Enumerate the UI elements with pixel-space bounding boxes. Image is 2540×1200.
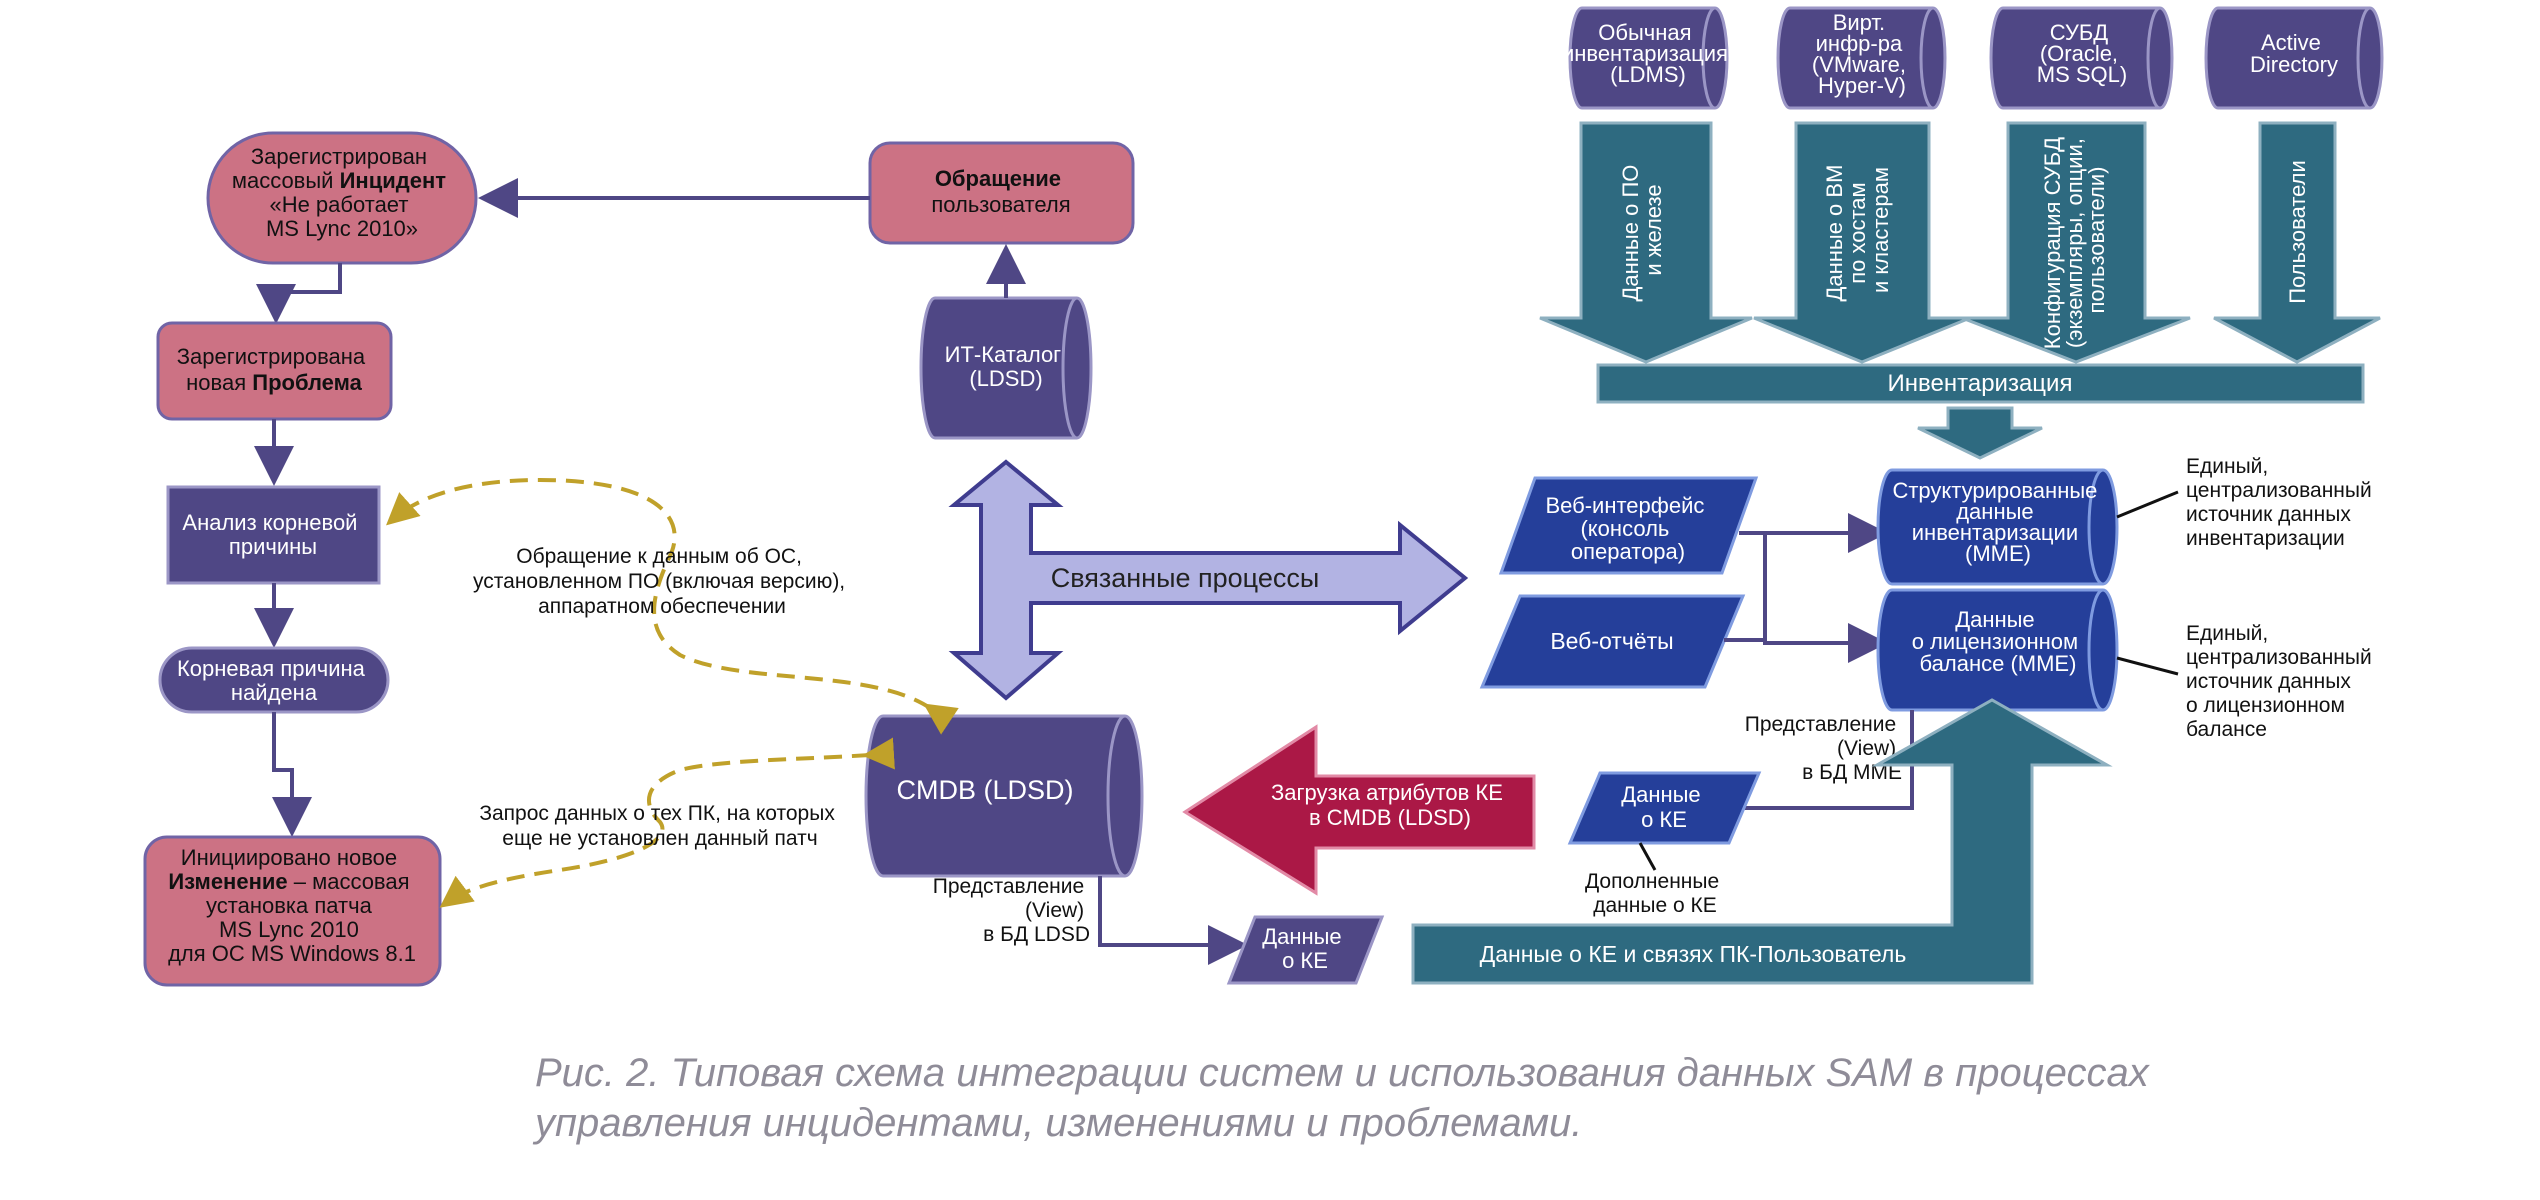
change-node: Инициировано новое Изменение – массовая … <box>143 835 442 987</box>
ke-load-label: Загрузка атрибутов КЕ в CMDB (LDSD) <box>1271 780 1509 830</box>
license-balance-label: Данные о лицензионном балансе (MME) <box>1912 607 2085 676</box>
pointer-single-inv <box>2116 490 2179 519</box>
structured-inventory-node: Структурированные данные инвентаризации … <box>1876 468 2119 586</box>
change-label: Инициировано новое Изменение – массовая … <box>168 845 416 966</box>
caption-line-1: Рис. 2. Типовая схема интеграции систем … <box>535 1051 2149 1095</box>
problem-label: Зарегистрирована новая Проблема <box>177 344 372 395</box>
incident-label: Зарегистрирован массовый Инцидент «Не ра… <box>232 144 452 241</box>
flow-dbms-label: Конфигурация СУБД (экземпляры, опции, по… <box>2040 131 2109 349</box>
cmdb-label: CMDB (LDSD) <box>896 775 1073 805</box>
note-patch-request: Запрос данных о тех ПК, на которых еще н… <box>479 802 840 850</box>
root-analysis-label: Анализ корневой причины <box>182 510 363 559</box>
web-ui-node: Веб-интерфейс (консоль оператора) <box>1498 476 1759 575</box>
source-ldms-label: Обычная инвентаризация (LDMS) <box>1562 20 1734 87</box>
note-single-source-inv: Единый, централизованный источник данных… <box>2186 455 2378 550</box>
ke-links-label: Данные о КЕ и связях ПК-Пользователь <box>1480 941 1907 967</box>
ke-load-arrow: Загрузка атрибутов КЕ в CMDB (LDSD) <box>1182 724 1536 896</box>
ke-data-lower: Данные о КЕ <box>1226 915 1385 985</box>
user-request-label: Обращение пользователя <box>931 166 1070 217</box>
it-catalog-label: ИТ-Каталог (LDSD) <box>945 342 1068 391</box>
flow-arrow-vm: Данные о ВМ по хостам и кластерам <box>1753 121 1971 364</box>
cmdb-node: CMDB (LDSD) <box>864 714 1144 878</box>
related-processes-label: Связанные процессы <box>1051 563 1320 593</box>
dashed-analysis-cmdb <box>386 477 959 735</box>
note-supplemented: Дополненные данные о КЕ <box>1585 870 1725 917</box>
flow-arrow-users: Пользователи <box>2213 121 2381 364</box>
root-found-node: Корневая причина найдена <box>158 646 390 714</box>
edge-incident-problem <box>256 263 342 324</box>
ke-data-right-label: Данные о КЕ <box>1621 782 1707 832</box>
connector-reports-license <box>1763 623 1888 663</box>
source-dbms-label: СУБД (Oracle, MS SQL) <box>2037 20 2127 87</box>
web-reports-label: Веб-отчёты <box>1550 628 1673 654</box>
ke-data-right: Данные о КЕ <box>1567 771 1762 845</box>
inventory-bar-label: Инвентаризация <box>1888 370 2073 397</box>
edge-found-change <box>272 712 312 837</box>
note-single-source-lic: Единый, централизованный источник данных… <box>2186 622 2378 741</box>
pointer-supplemented <box>1638 842 1657 871</box>
dashed-change-cmdb <box>439 737 895 908</box>
note-view-mme: Представление (View) в БД MME <box>1745 713 1902 784</box>
source-active-directory: Active Directory <box>2204 6 2384 110</box>
source-ldms: Обычная инвентаризация (LDMS) <box>1562 6 1734 110</box>
source-virtual-label: Вирт. инфр-ра (VMware, Hyper-V) <box>1812 10 1912 98</box>
flow-arrow-dbms: Конфигурация СУБД (экземпляры, опции, по… <box>1961 121 2191 364</box>
flow-users-label: Пользователи <box>2285 160 2310 304</box>
source-virtual: Вирт. инфр-ра (VMware, Hyper-V) <box>1776 6 1947 110</box>
pointer-single-lic <box>2116 656 2179 676</box>
note-os-request: Обращение к данным об ОС, установленном … <box>473 545 851 618</box>
incident-node: Зарегистрирован массовый Инцидент «Не ра… <box>206 131 478 265</box>
figure-caption: Рис. 2. Типовая схема интеграции систем … <box>535 1048 2485 1148</box>
inventory-down-arrow <box>1917 406 2043 460</box>
related-processes-arrow: Связанные процессы <box>948 459 1469 701</box>
note-view-ldsd: Представление (View) в БД LDSD <box>933 875 1090 946</box>
edge-cmdb-view <box>1098 876 1248 965</box>
inventory-bar: Инвентаризация <box>1596 363 2365 404</box>
flow-arrow-software: Данные о ПО и железе <box>1539 121 1753 364</box>
license-balance-node: Данные о лицензионном балансе (MME) <box>1876 588 2119 712</box>
root-found-label: Корневая причина найдена <box>177 656 371 705</box>
problem-node: Зарегистрирована новая Проблема <box>156 321 393 421</box>
web-ui-label: Веб-интерфейс (консоль оператора) <box>1545 493 1710 564</box>
source-dbms: СУБД (Oracle, MS SQL) <box>1989 6 2174 110</box>
flow-software-label: Данные о ПО и железе <box>1618 159 1666 302</box>
flow-vm-label: Данные о ВМ по хостам и кластерам <box>1822 158 1893 301</box>
ke-data-lower-label: Данные о КЕ <box>1262 924 1348 973</box>
it-catalog-node: ИТ-Каталог (LDSD) <box>919 296 1093 440</box>
source-active-directory-label: Active Directory <box>2250 30 2338 77</box>
root-analysis-node: Анализ корневой причины <box>166 485 381 585</box>
edge-mme-view <box>1690 710 1914 828</box>
ke-links-arrow: Данные о КЕ и связях ПК-Пользователь <box>1411 698 2113 985</box>
user-request-node: Обращение пользователя <box>868 141 1135 245</box>
web-reports-node: Веб-отчёты <box>1479 594 1746 689</box>
caption-line-2: управления инцидентами, изменениями и пр… <box>535 1101 1583 1145</box>
structured-inventory-label: Структурированные данные инвентаризации … <box>1892 478 2103 566</box>
